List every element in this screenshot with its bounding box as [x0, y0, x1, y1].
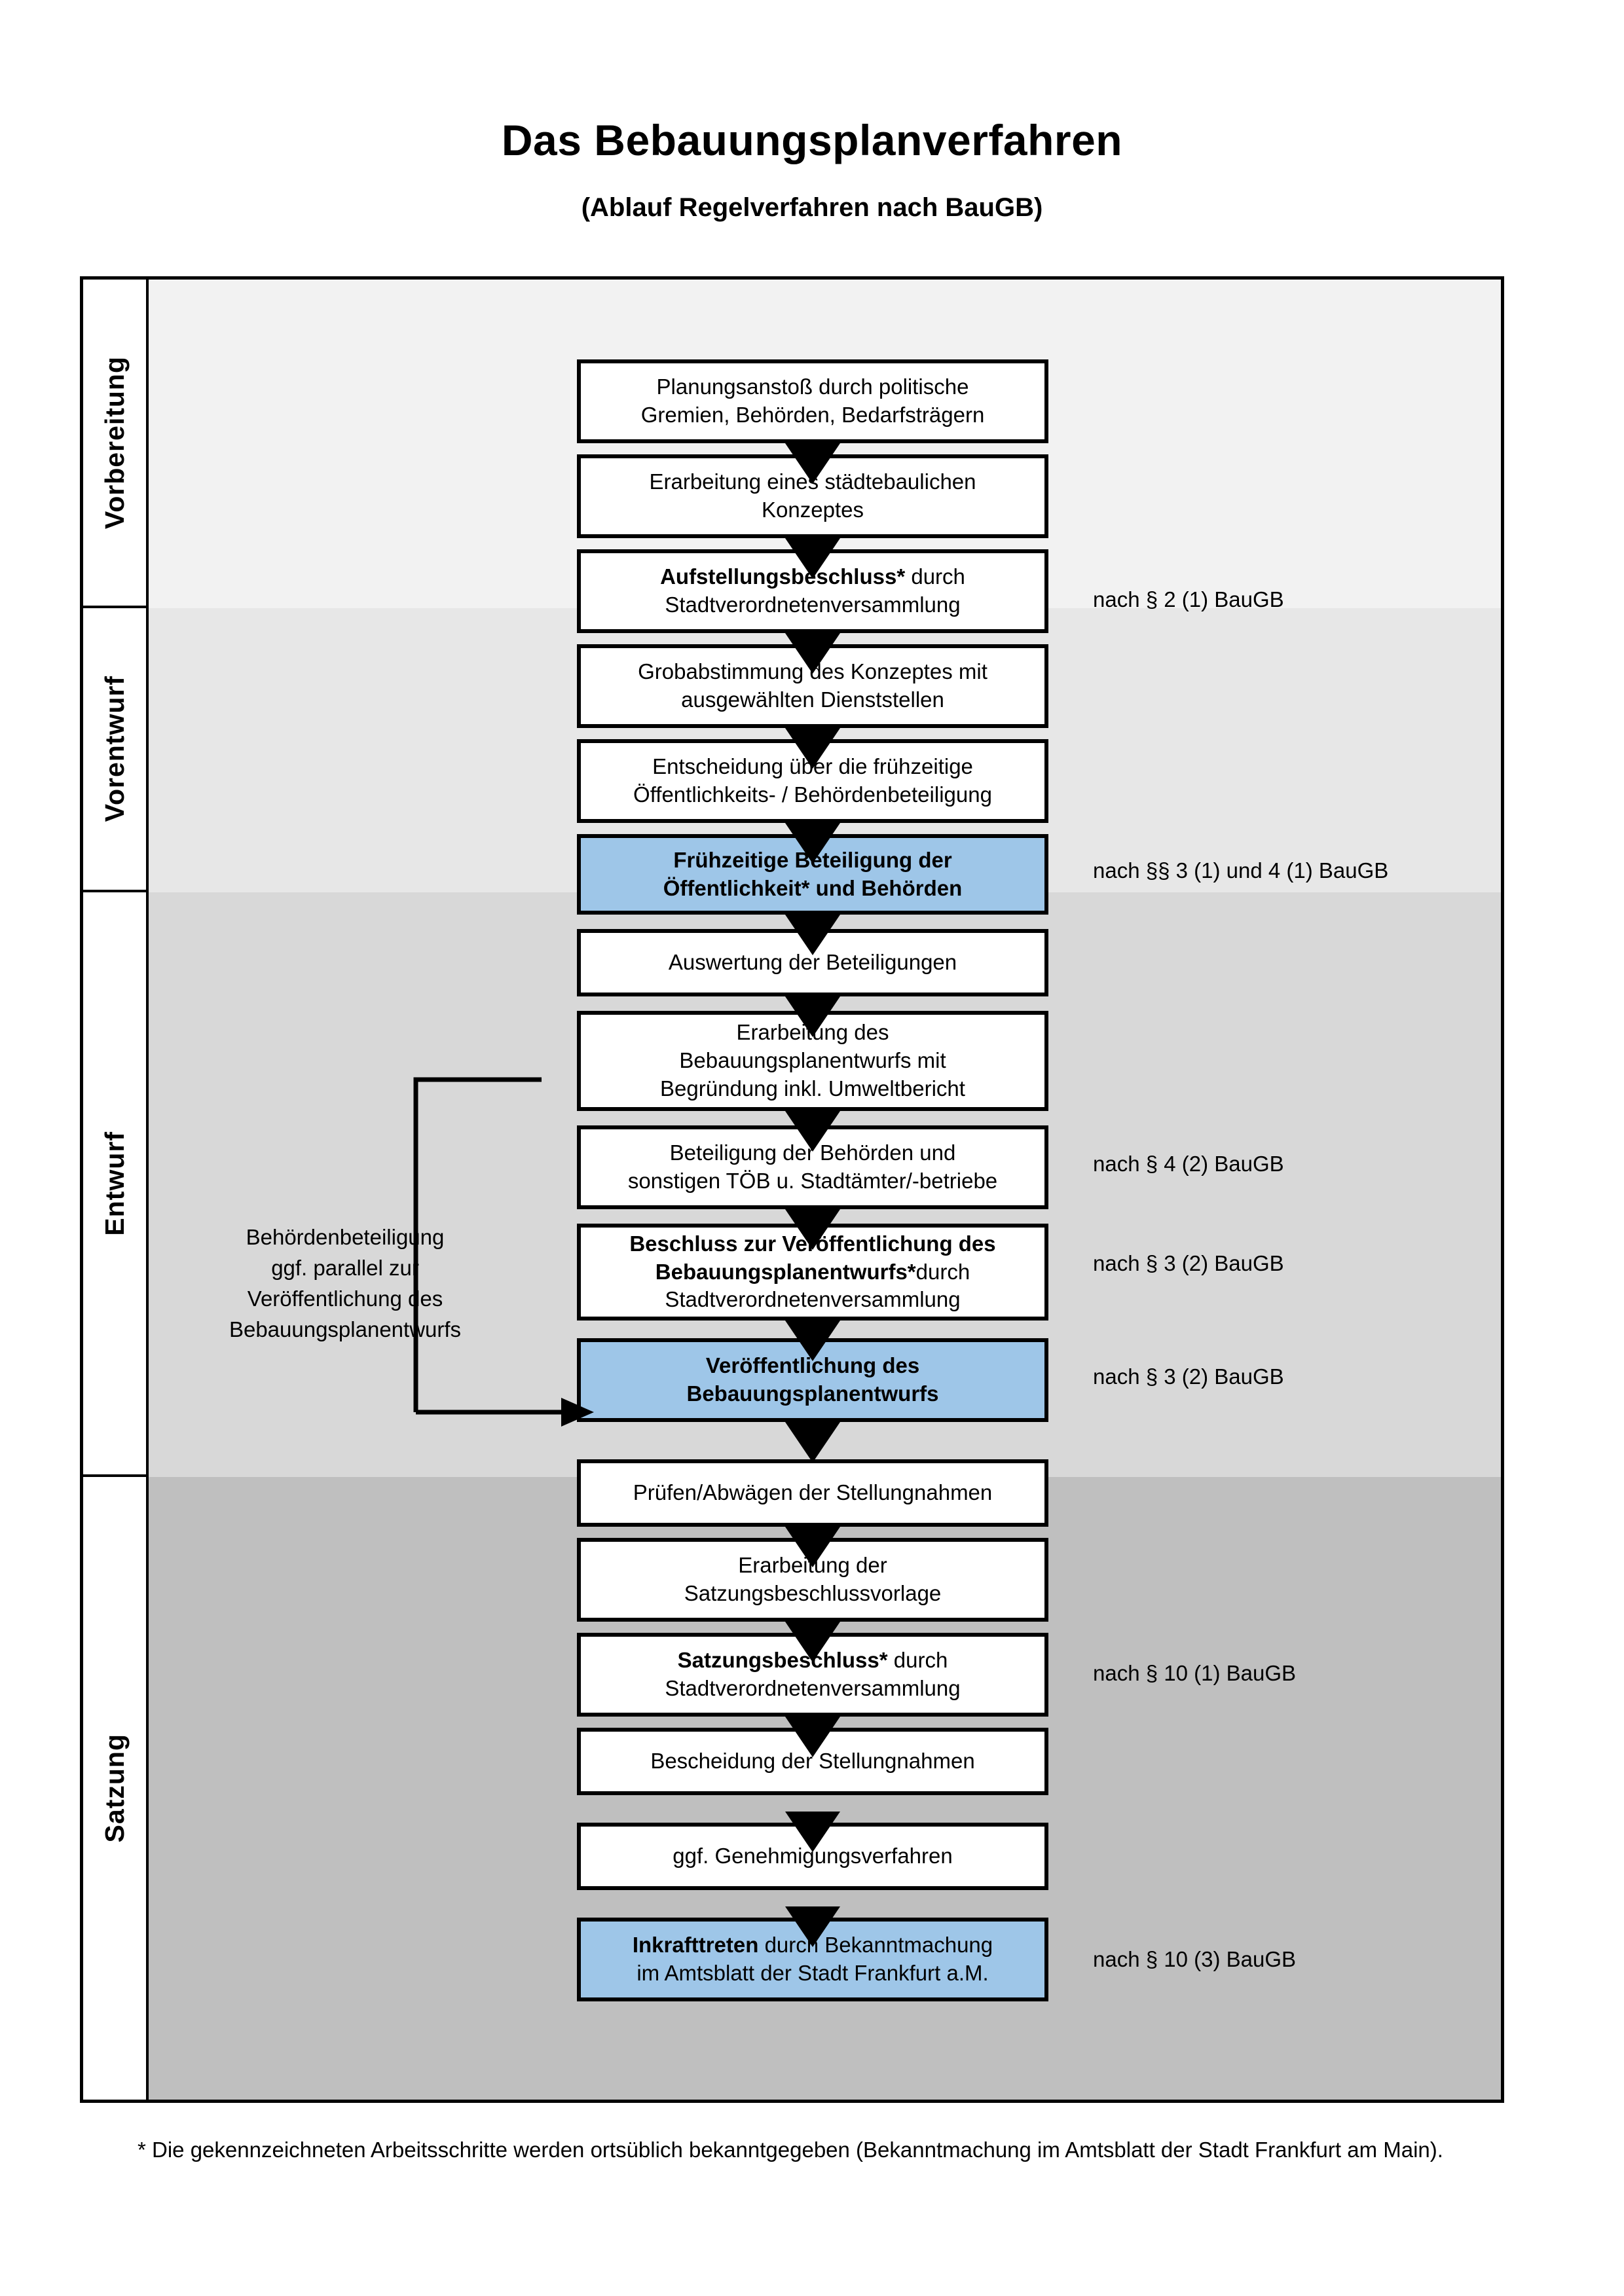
flow-arrow-15 [785, 1812, 840, 1852]
flow-arrow-12 [785, 1527, 840, 1567]
phase-column-entwurf: Entwurf [83, 892, 146, 1477]
page-subtitle: (Ablauf Regelverfahren nach BauGB) [581, 192, 1043, 222]
step-beschluss-veroeffentlichung-line2: Bebauungsplanentwurfs* [655, 1259, 916, 1284]
legal-ref-text: nach § 10 (1) BauGB [1093, 1661, 1297, 1685]
legal-ref-text: nach § 3 (2) BauGB [1093, 1364, 1284, 1389]
step-satzungsbeschluss-line2: Stadtverordnetenversammlung [665, 1676, 961, 1700]
legal-ref-fruehzeitige-beteiligung: nach §§ 3 (1) und 4 (1) BauGB [1093, 857, 1499, 885]
page-title: Das Bebauungsplanverfahren [501, 116, 1123, 164]
step-pruefen-abwaegen-line1: Prüfen/Abwägen der Stellungnahmen [633, 1480, 993, 1505]
phase-column-vorbereitung: Vorbereitung [83, 280, 146, 608]
flow-arrow-13 [785, 1622, 840, 1662]
step-staedtebauliches-konzept-line2: Konzeptes [762, 498, 864, 522]
side-note-line-1: Behördenbeteiligung [246, 1225, 445, 1249]
flow-arrow-14 [785, 1717, 840, 1757]
step-satzungsbeschluss-bold: Satzungsbeschluss* [677, 1648, 888, 1673]
step-inkrafttreten-bold: Inkrafttreten [632, 1933, 759, 1958]
legal-ref-veroeffentlichung: nach § 3 (2) BauGB [1093, 1363, 1499, 1391]
step-planungsanstoss[interactable]: Planungsanstoß durch politische Gremien,… [577, 359, 1048, 443]
phase-label-vorentwurf: Vorentwurf [99, 676, 130, 822]
flow-arrow-9 [785, 1209, 840, 1250]
flow-arrow-16 [785, 1906, 840, 1947]
title-block: Das Bebauungsplanverfahren (Ablauf Regel… [0, 117, 1624, 223]
flow-arrow-7 [785, 996, 840, 1037]
step-satzungsbeschluss-line1: durch [893, 1648, 948, 1673]
step-planungsanstoss-line1: Planungsanstoß durch politische [656, 374, 969, 399]
step-erarbeitung-bebauungsplanentwurf-line3: Begründung inkl. Umweltbericht [660, 1076, 965, 1101]
flow-arrow-11 [785, 1422, 840, 1463]
phase-column-satzung: Satzung [83, 1477, 146, 2100]
step-beteiligung-behoerden-line2: sonstigen TÖB u. Stadtämter/-betriebe [627, 1169, 998, 1193]
side-note-line-4: Bebauungsplanentwurfs [229, 1317, 462, 1341]
step-planungsanstoss-line2: Gremien, Behörden, Bedarfsträgern [640, 403, 985, 427]
legal-ref-text: nach §§ 3 (1) und 4 (1) BauGB [1093, 858, 1389, 883]
phase-label-entwurf: Entwurf [99, 1131, 130, 1236]
side-note-line-2: ggf. parallel zur [271, 1255, 419, 1280]
process-flow-diagram: Vorbereitung Vorentwurf Entwurf Satzung … [80, 276, 1504, 2103]
flow-arrow-3 [785, 633, 840, 674]
step-erarbeitung-bebauungsplanentwurf-line2: Bebauungsplanentwurfs mit [679, 1048, 946, 1073]
legal-ref-beteiligung-behoerden: nach § 4 (2) BauGB [1093, 1150, 1499, 1178]
step-veroeffentlichung-entwurf-line2: Bebauungsplanentwurfs [686, 1381, 939, 1406]
step-pruefen-abwaegen[interactable]: Prüfen/Abwägen der Stellungnahmen [577, 1459, 1048, 1527]
flow-arrow-1 [785, 443, 840, 484]
legal-ref-text: nach § 10 (3) BauGB [1093, 1947, 1297, 1971]
legal-ref-text: nach § 4 (2) BauGB [1093, 1152, 1284, 1176]
flow-arrow-6 [785, 915, 840, 955]
step-inkrafttreten-line2: im Amtsblatt der Stadt Frankfurt a.M. [637, 1961, 989, 1985]
step-aufstellungsbeschluss-bold: Aufstellungsbeschluss* [660, 564, 906, 589]
flow-arrow-10 [785, 1321, 840, 1361]
legal-ref-satzungsbeschluss: nach § 10 (1) BauGB [1093, 1660, 1499, 1688]
footnote: * Die gekennzeichneten Arbeitsschritte w… [138, 2138, 1443, 2162]
legal-ref-text: nach § 2 (1) BauGB [1093, 587, 1284, 611]
phase-label-satzung: Satzung [99, 1734, 130, 1843]
step-aufstellungsbeschluss-line1: durch [911, 564, 965, 589]
step-aufstellungsbeschluss-line2: Stadtverordnetenversammlung [665, 592, 961, 617]
side-note-parallel-beteiligung: Behördenbeteiligung ggf. parallel zur Ve… [162, 1222, 528, 1345]
flow-arrow-4 [785, 728, 840, 769]
step-beschluss-veroeffentlichung-line3: durch [915, 1259, 970, 1284]
step-aufstellungsbeschluss[interactable]: Aufstellungsbeschluss* durch Stadtverord… [577, 549, 1048, 633]
phase-label-vorbereitung: Vorbereitung [99, 355, 130, 530]
step-entscheidung-fruehzeitige-line2: Öffentlichkeits- / Behördenbeteiligung [633, 782, 992, 807]
side-note-line-3: Veröffentlichung des [247, 1286, 443, 1311]
legal-ref-beschluss-veroeffentlichung: nach § 3 (2) BauGB [1093, 1250, 1499, 1278]
legal-ref-inkrafttreten: nach § 10 (3) BauGB [1093, 1946, 1499, 1974]
flow-arrow-5 [785, 823, 840, 864]
step-fruehzeitige-beteiligung-line2: Öffentlichkeit* und Behörden [663, 875, 963, 900]
step-satzungsbeschlussvorlage-line2: Satzungsbeschlussvorlage [684, 1581, 942, 1605]
legal-ref-aufstellungsbeschluss: nach § 2 (1) BauGB [1093, 586, 1499, 614]
phase-column-vorentwurf: Vorentwurf [83, 608, 146, 892]
step-grobabstimmung-line2: ausgewählten Dienststellen [681, 687, 944, 712]
flow-arrow-8 [785, 1111, 840, 1152]
legal-ref-text: nach § 3 (2) BauGB [1093, 1251, 1284, 1275]
flow-arrow-2 [785, 538, 840, 579]
step-beschluss-veroeffentlichung-line4: Stadtverordnetenversammlung [665, 1287, 961, 1312]
